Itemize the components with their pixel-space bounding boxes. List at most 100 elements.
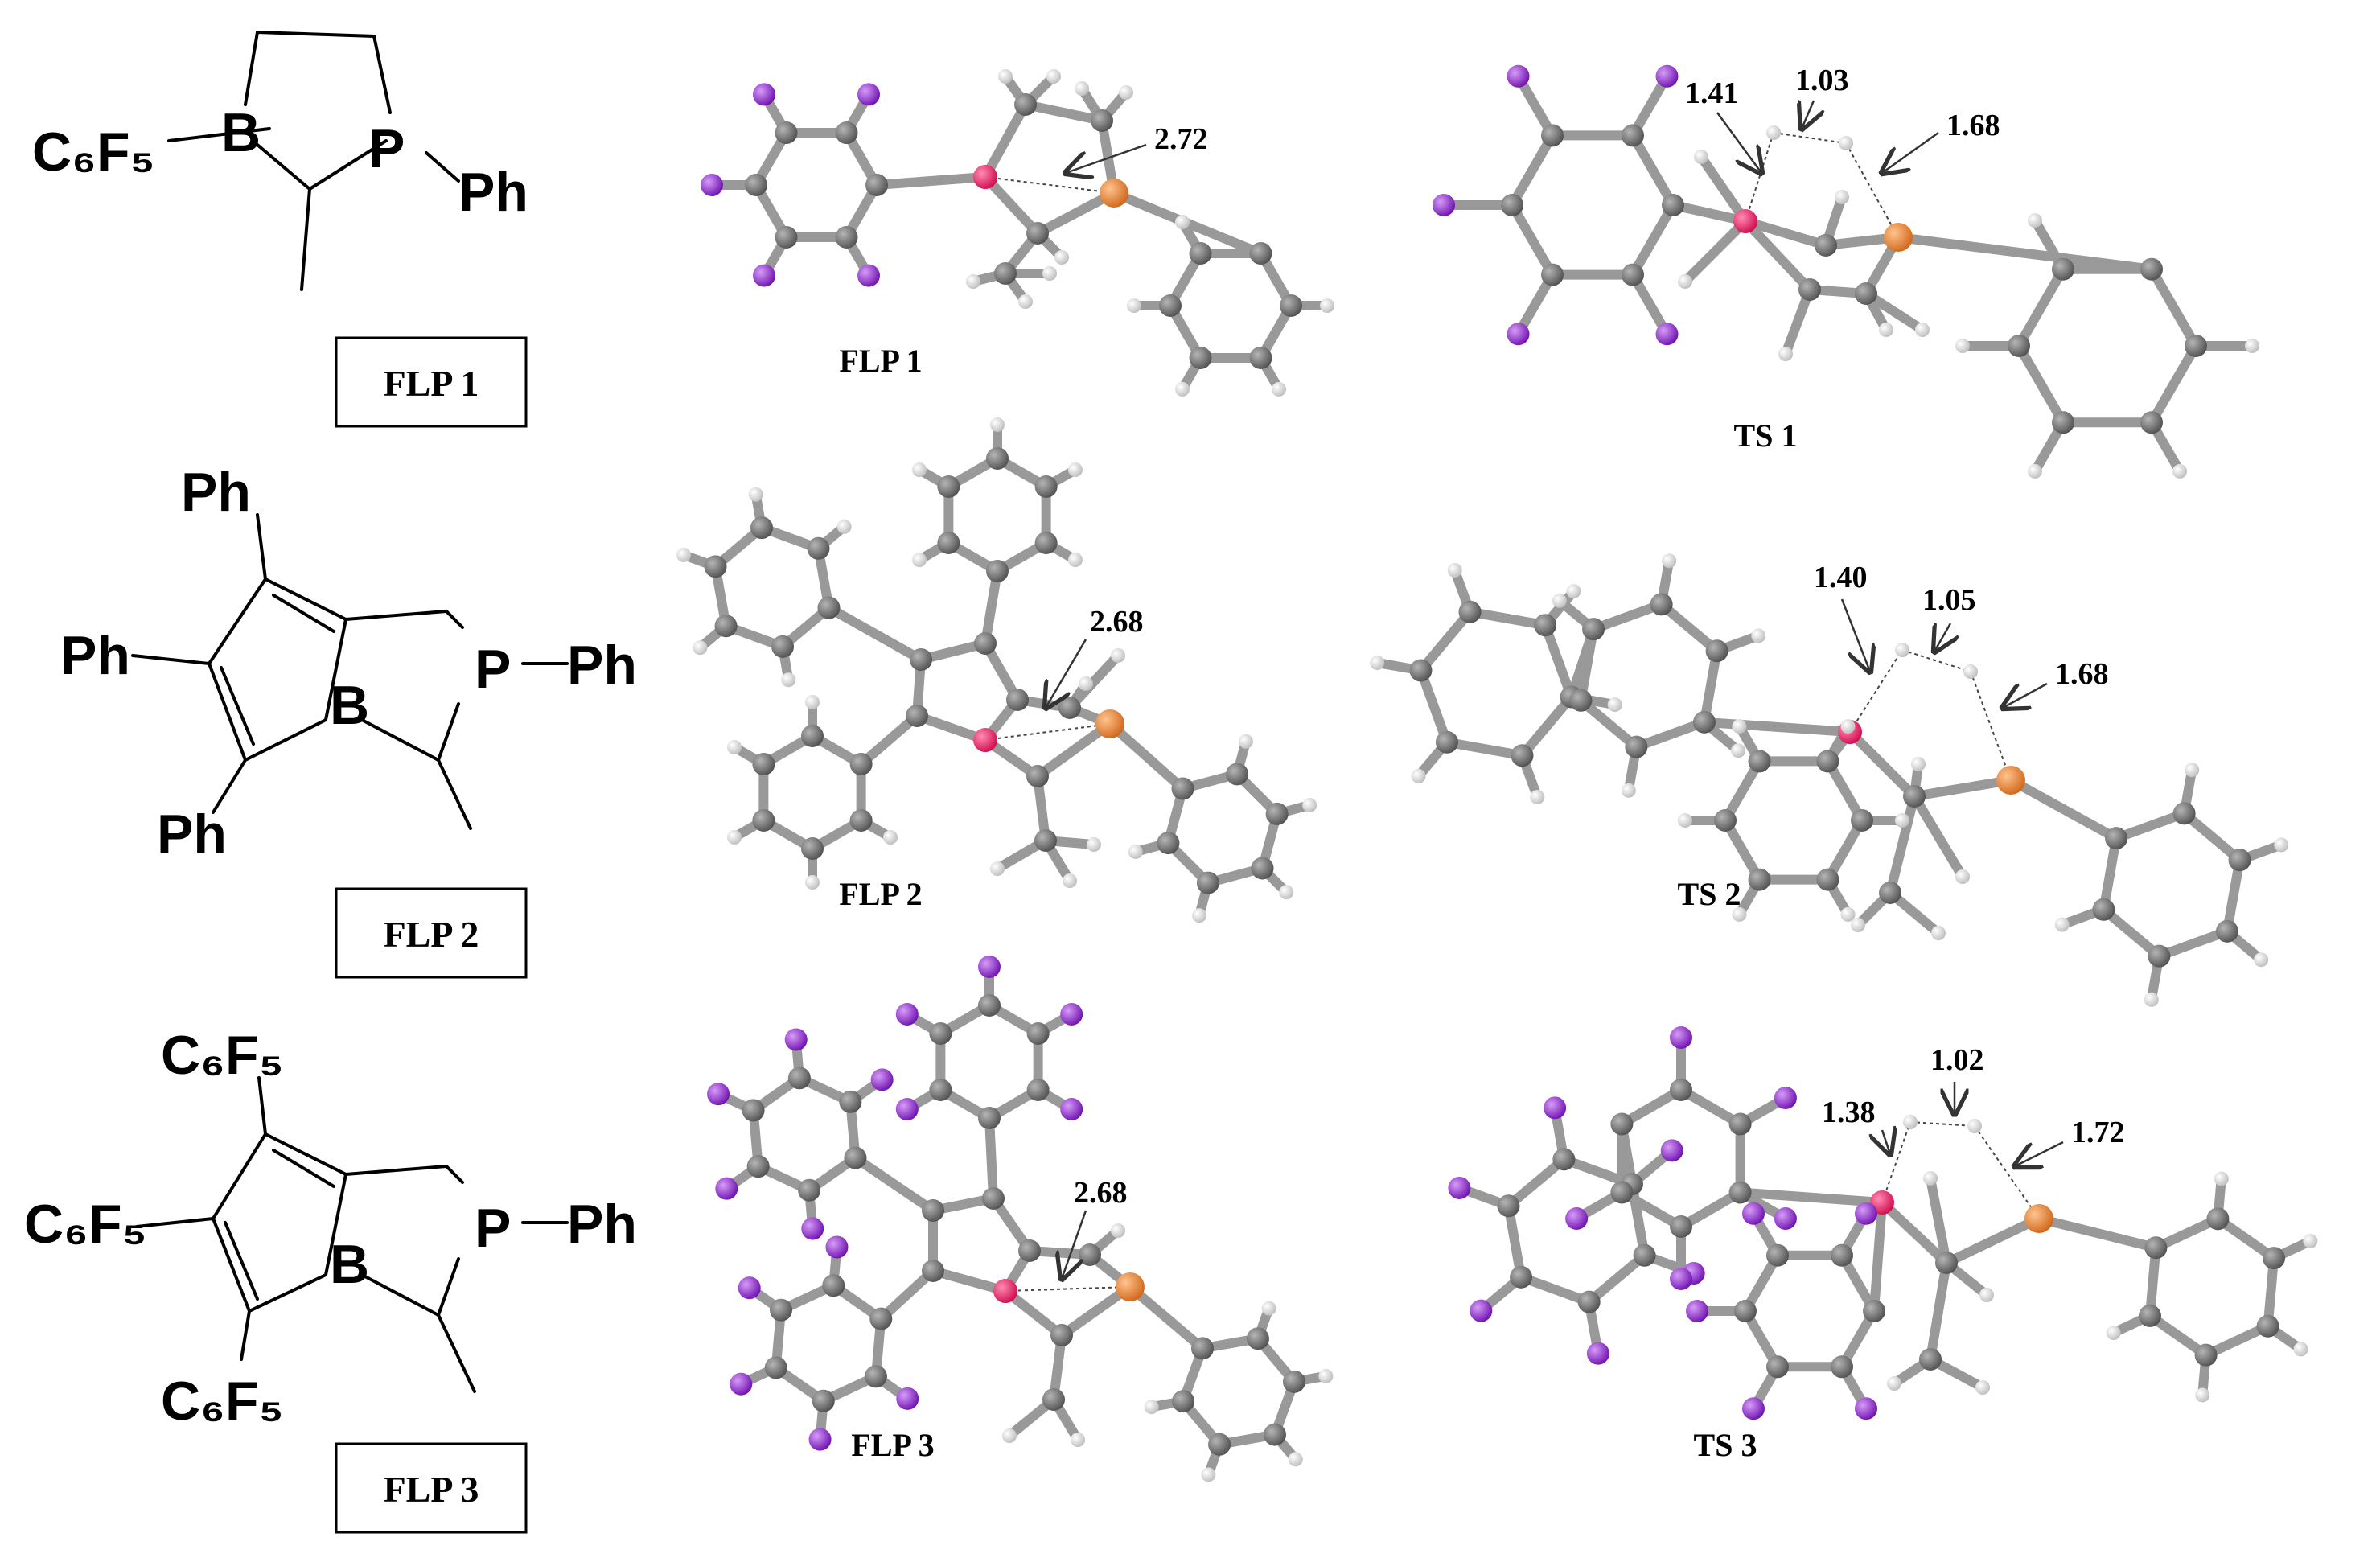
hydrogen-atom	[1279, 885, 1294, 900]
bond	[2144, 1310, 2211, 1360]
flp2-model-atoms	[676, 417, 1317, 923]
flp1-box-label: FLP 1	[384, 363, 479, 404]
bond	[1909, 791, 1967, 882]
carbon-atom	[1831, 1355, 1853, 1379]
flp3-ring-bonds	[135, 1076, 569, 1393]
carbon-atom	[2138, 1304, 2161, 1327]
fluorine-atom	[1507, 323, 1530, 346]
hydrogen-atom	[1678, 813, 1692, 828]
carbon-atom	[1435, 730, 1458, 754]
hydrogen-atom	[1144, 1400, 1159, 1415]
interaction-dashed-line	[1881, 1121, 1911, 1203]
bond	[1628, 269, 1672, 339]
bond	[1517, 692, 1576, 761]
ts3-model-atoms	[1448, 1026, 2318, 1420]
carbon-atom	[1159, 294, 1182, 317]
bond	[1589, 599, 1667, 635]
hydrogen-atom	[2293, 1342, 2308, 1357]
bond	[2006, 775, 2122, 844]
hydrogen-atom	[1370, 655, 1385, 670]
phosphorus-atom	[2024, 1204, 2053, 1233]
carbon-atom	[1191, 1337, 1215, 1360]
carbon-atom	[714, 615, 738, 638]
interaction-dashed-line	[984, 723, 1111, 741]
fluorine-atom	[1660, 1139, 1683, 1162]
carbon-atom	[2185, 335, 2207, 357]
carbon-atom	[849, 753, 873, 775]
carbon-atom	[1692, 710, 1716, 734]
carbon-atom	[1766, 1355, 1789, 1379]
carbon-atom	[812, 1389, 835, 1412]
bond	[1125, 1282, 1208, 1354]
bond	[2034, 1214, 2161, 1253]
carbon-atom	[1662, 194, 1684, 216]
bond	[1441, 737, 1527, 761]
carbon-atom	[807, 536, 830, 560]
bond	[2014, 264, 2068, 351]
hydrogen-atom	[2274, 837, 2289, 853]
flp3-box-label: FLP 3	[384, 1469, 479, 1510]
flp1-sub-B: C₆F₅	[32, 121, 155, 183]
hydrogen-atom	[998, 69, 1013, 84]
hydrogen-atom	[1732, 719, 1747, 734]
flp2-sub-ring-left: Ph	[60, 625, 130, 686]
carbon-atom	[1610, 1181, 1634, 1204]
carbon-atom	[929, 1079, 952, 1101]
hydrogen-atom	[1079, 676, 1093, 691]
carbon-atom	[1670, 1215, 1692, 1238]
bond	[1631, 717, 1709, 752]
carbon-atom	[1497, 1194, 1520, 1218]
carbon-atom	[1734, 1300, 1757, 1322]
fluorine-atom	[1670, 1026, 1692, 1049]
hydrogen-atom	[2144, 992, 2159, 1007]
bond	[2098, 833, 2122, 915]
hydrogen-atom	[1111, 1223, 1125, 1238]
flp3-distance-arrow	[1062, 1210, 1087, 1279]
carbon-atom	[986, 560, 1009, 582]
carbon-atom	[865, 174, 888, 196]
carbon-atom	[2172, 802, 2196, 825]
fluorine-atom	[715, 1177, 738, 1200]
hydrogen-atom	[1201, 1467, 1216, 1482]
bond	[1869, 1198, 1887, 1316]
carbon-atom	[1171, 777, 1194, 800]
hydrogen-atom	[2028, 213, 2042, 228]
fluorine-atom	[701, 174, 723, 196]
ts3-hh-distance: 1.02	[1930, 1043, 1984, 1077]
bond	[1465, 606, 1551, 631]
bond	[2014, 341, 2068, 428]
bond	[1741, 216, 1831, 250]
hydrogen-atom	[1975, 1380, 1990, 1395]
carbon-atom	[1831, 1243, 1853, 1267]
carbon-atom	[986, 447, 1009, 470]
fluorine-atom	[1655, 64, 1679, 88]
carbon-atom	[1458, 600, 1482, 623]
carbon-atom	[1196, 871, 1219, 894]
carbon-atom	[937, 532, 960, 554]
boron-atom	[1733, 209, 1757, 233]
carbon-atom	[2206, 1207, 2230, 1231]
carbon-atom	[775, 121, 798, 145]
hydrogen-atom	[1839, 136, 1853, 150]
carbon-atom	[2144, 1236, 2168, 1260]
hydrogen-atom	[1192, 908, 1207, 923]
ts3-bh-arrow	[1882, 1130, 1890, 1154]
hydrogen-atom	[1732, 906, 1747, 922]
fluorine-atom	[1544, 1096, 1567, 1120]
flp3-sub-ring-bottom: C₆F₅	[161, 1371, 284, 1432]
hydrogen-atom	[2214, 1171, 2229, 1186]
carbon-atom	[1766, 1243, 1789, 1267]
carbon-atom	[1935, 1252, 1958, 1274]
flp1-distance-arrow	[1066, 143, 1147, 173]
bond	[1893, 232, 2156, 274]
hydrogen-atom	[1851, 918, 1865, 932]
hydrogen-atom	[2245, 339, 2259, 353]
hydrogen-atom	[805, 695, 820, 709]
carbon-atom	[1280, 294, 1302, 317]
bond	[1507, 200, 1557, 280]
bond	[1942, 1214, 2044, 1268]
flp3-model-label: FLP 3	[851, 1427, 934, 1463]
ts1-model-bonds	[1439, 71, 2257, 476]
carbon-atom	[1034, 829, 1057, 852]
carbon-atom	[1263, 1423, 1286, 1446]
